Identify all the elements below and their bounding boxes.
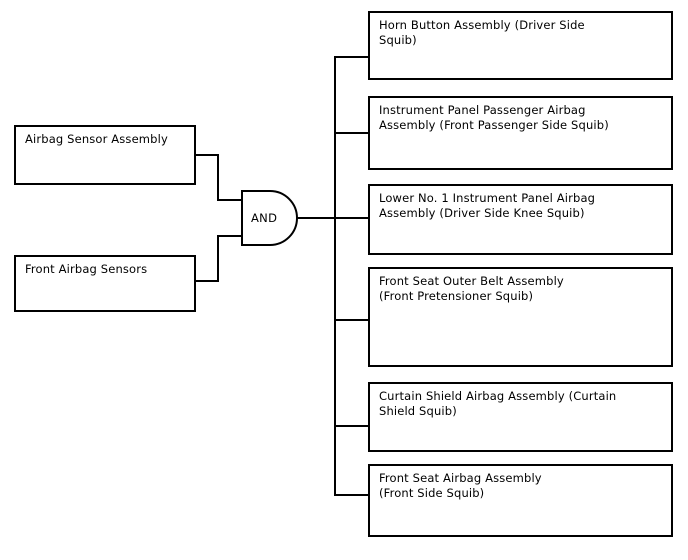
output-label-horn-button-assembly: Horn Button Assembly (Driver Side Squib) [379, 18, 585, 47]
input-label-airbag-sensor-assembly: Airbag Sensor Assembly [25, 132, 168, 146]
output-box-lower-no-1-instrument-panel-airbag-assembly[interactable]: Lower No. 1 Instrument Panel Airbag Asse… [368, 184, 673, 255]
input-box-front-airbag-sensors[interactable]: Front Airbag Sensors [14, 255, 196, 312]
output-box-front-seat-outer-belt-assembly[interactable]: Front Seat Outer Belt Assembly (Front Pr… [368, 267, 673, 367]
and-gate[interactable]: AND [240, 190, 298, 246]
and-gate-label: AND [251, 211, 278, 225]
output-label-front-seat-outer-belt-assembly: Front Seat Outer Belt Assembly (Front Pr… [379, 274, 564, 303]
output-label-curtain-shield-airbag-assembly: Curtain Shield Airbag Assembly (Curtain … [379, 389, 617, 418]
output-box-front-seat-airbag-assembly[interactable]: Front Seat Airbag Assembly (Front Side S… [368, 464, 673, 537]
input-box-airbag-sensor-assembly[interactable]: Airbag Sensor Assembly [14, 125, 196, 185]
output-label-lower-no-1-instrument-panel-airbag-assembly: Lower No. 1 Instrument Panel Airbag Asse… [379, 191, 596, 220]
wire-input-1 [195, 154, 242, 201]
output-box-curtain-shield-airbag-assembly[interactable]: Curtain Shield Airbag Assembly (Curtain … [368, 382, 673, 452]
output-label-instrument-panel-passenger-airbag-assembly: Instrument Panel Passenger Airbag Assemb… [379, 103, 609, 132]
output-box-horn-button-assembly[interactable]: Horn Button Assembly (Driver Side Squib) [368, 11, 673, 80]
input-label-front-airbag-sensors: Front Airbag Sensors [25, 262, 148, 276]
and-gate-shape [241, 190, 298, 246]
output-label-front-seat-airbag-assembly: Front Seat Airbag Assembly (Front Side S… [379, 471, 542, 500]
output-box-instrument-panel-passenger-airbag-assembly[interactable]: Instrument Panel Passenger Airbag Assemb… [368, 96, 673, 170]
wire-input-2 [195, 235, 242, 282]
